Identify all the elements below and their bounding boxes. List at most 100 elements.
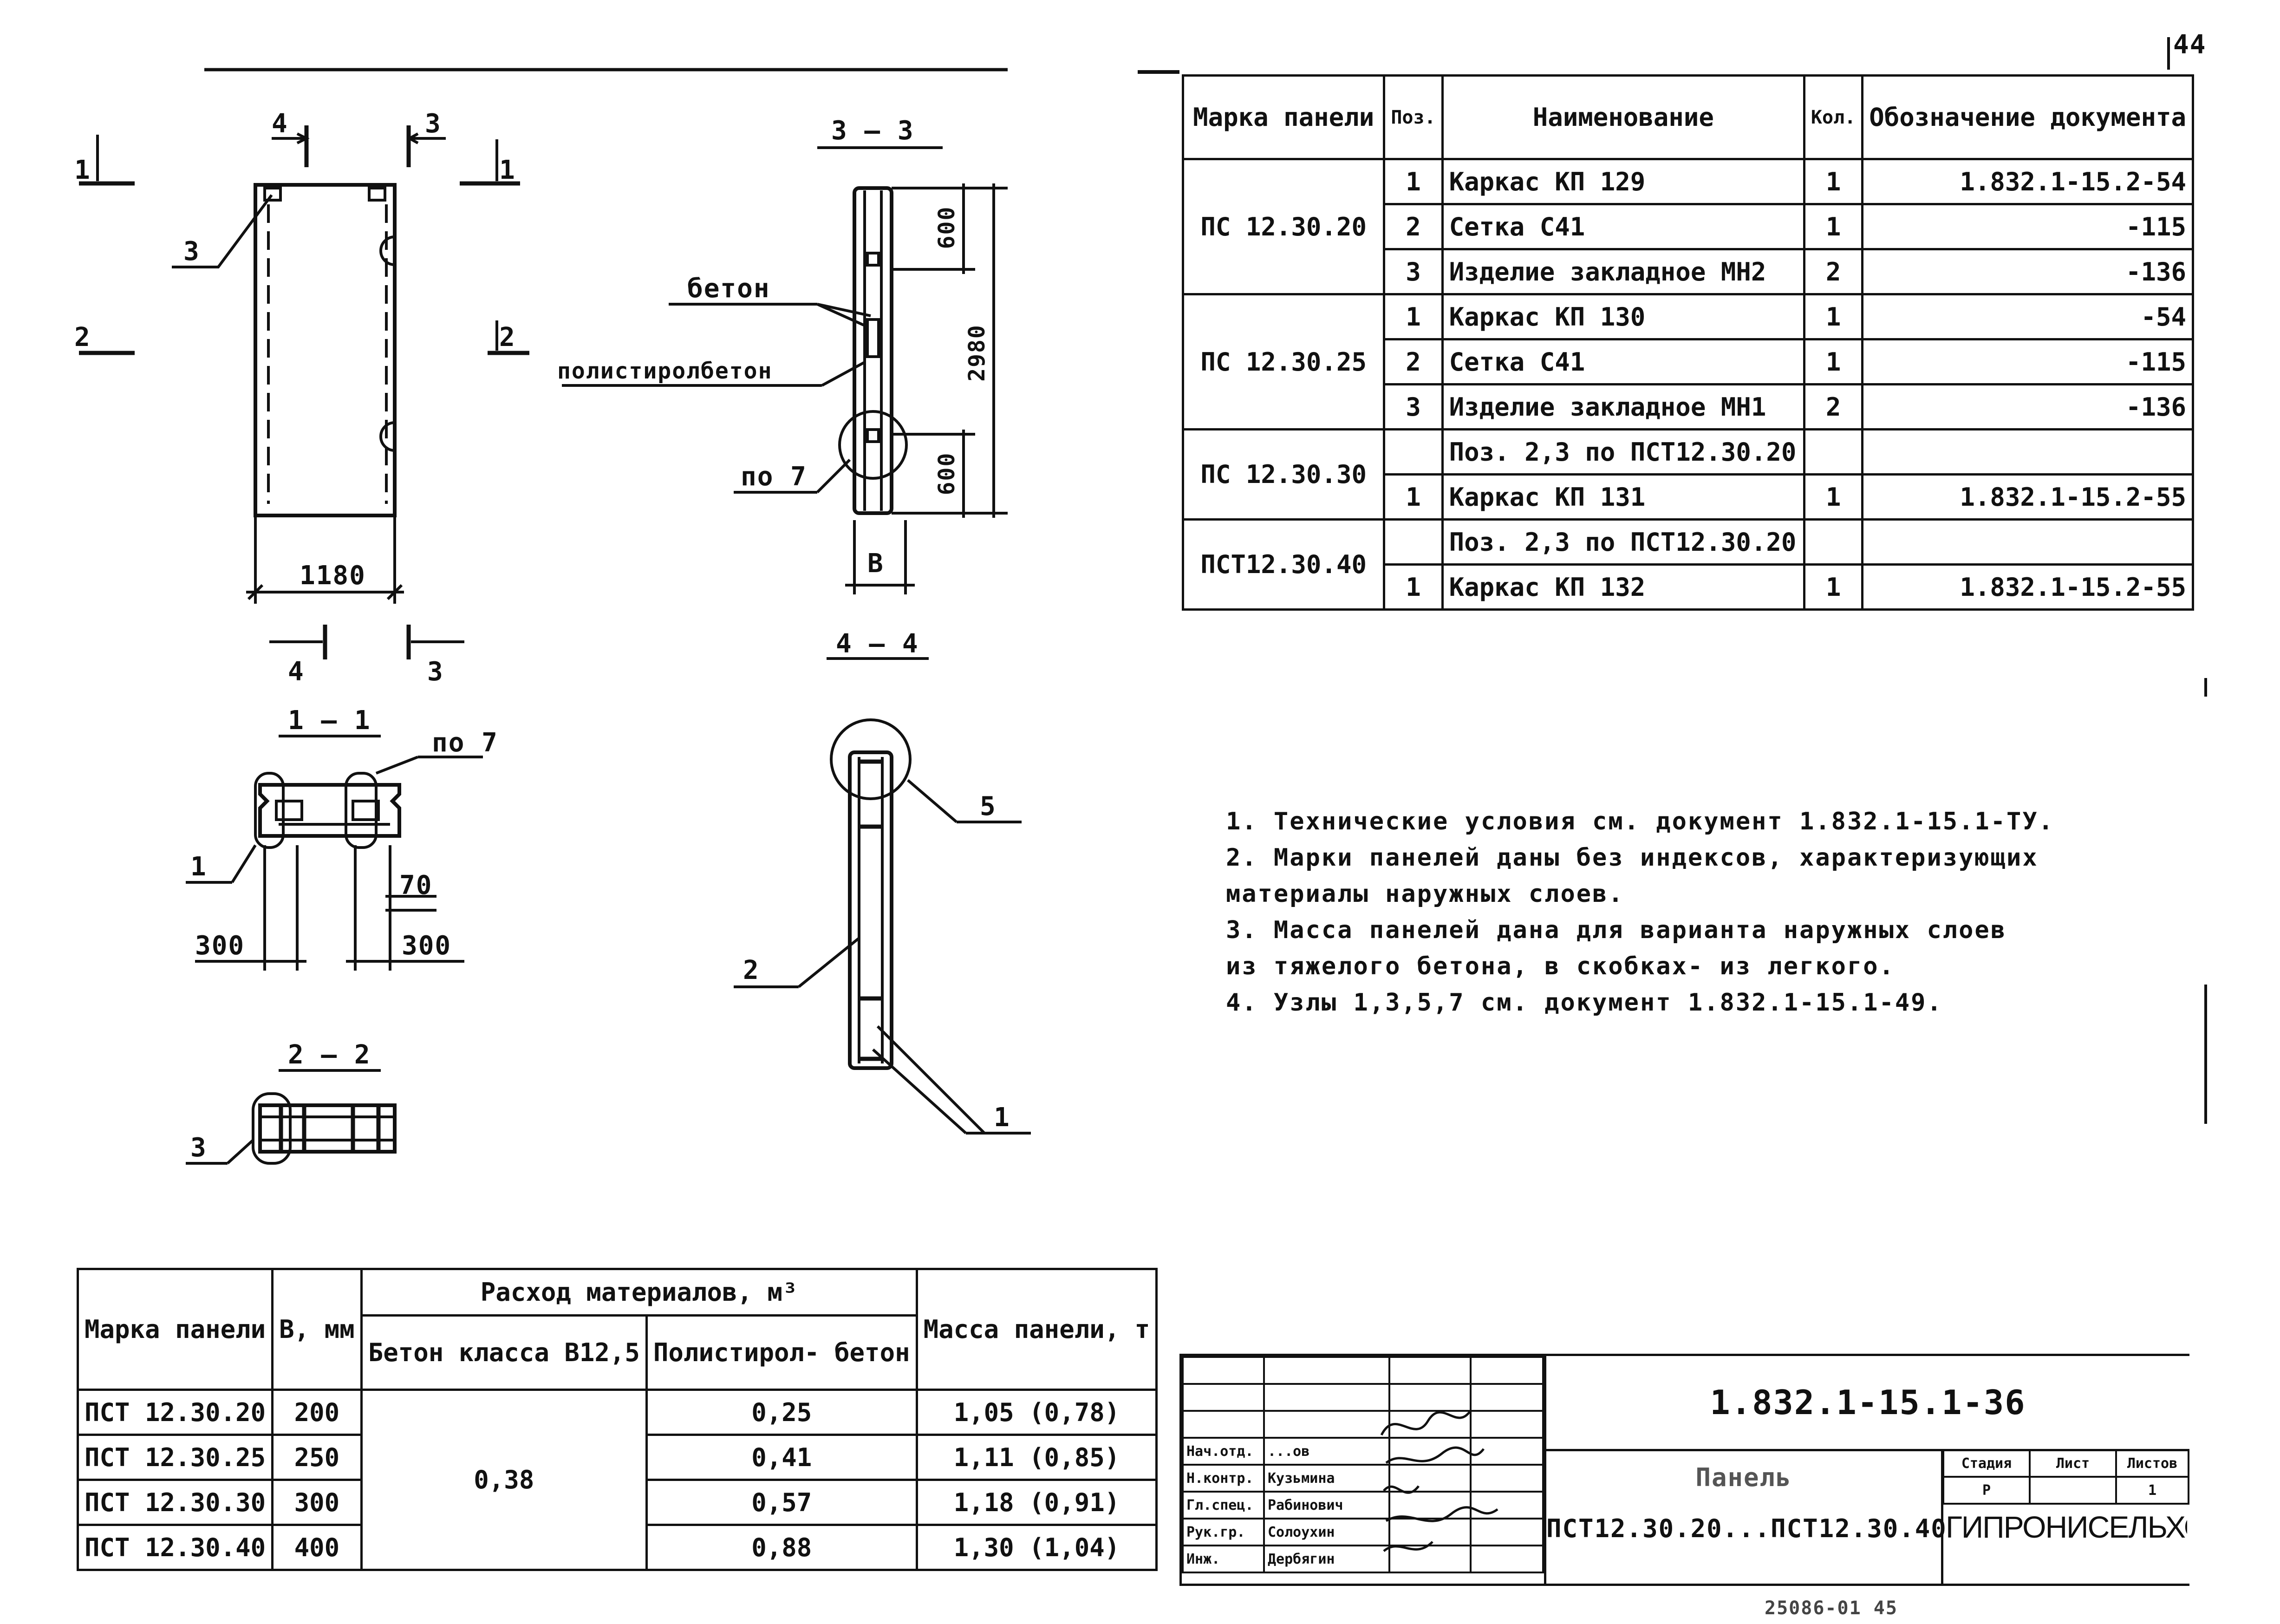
notes-block: 1. Технические условия см. документ 1.83… <box>1226 803 2054 1021</box>
mat-header-mark: Марка панели <box>76 1268 274 1391</box>
callout-3-front: 3 <box>183 236 200 267</box>
doc-code: 1.832.1-15.1-36 <box>1546 1356 2189 1451</box>
specification-table: Марка панели Поз. Наименование Кол. Обоз… <box>1181 74 2194 611</box>
spec-doc: -54 <box>1861 293 2194 340</box>
table-row: 1 Каркас КП 132 1 1.832.1-15.2-55 <box>1183 563 2194 611</box>
spec-doc <box>1861 428 2194 476</box>
table-row: ПС 12.30.25 1 Каркас КП 130 1 -54 <box>1181 293 2194 430</box>
spec-pos: 1 <box>1383 158 1444 205</box>
spec-doc: 1.832.1-15.2-55 <box>1861 563 2194 611</box>
table-row: ПС 12.30.30 Поз. 2,3 по ПСТ12.30.20 <box>1181 428 2194 521</box>
table-row <box>1182 1383 1544 1412</box>
spec-name: Каркас КП 130 <box>1441 293 1805 340</box>
spec-doc: -115 <box>1861 338 2194 385</box>
table-row: ПСТ 12.30.20 200 0,38 0,25 1,05 (0,78) <box>76 1389 1158 1571</box>
spec-pos <box>1383 428 1444 476</box>
mat-header-polystyrene: Полистирол- бетон <box>645 1314 918 1391</box>
spec-name: Каркас КП 132 <box>1441 563 1805 611</box>
table-row <box>1182 1356 1544 1385</box>
mat-mass: 1,11 (0,85) <box>915 1434 1158 1481</box>
callout-1-section-4-4: 1 <box>994 1102 1010 1133</box>
mat-header-b: В, мм <box>271 1268 363 1391</box>
section-4-4-title: 4 — 4 <box>836 629 919 659</box>
dim-width-1180: 1180 <box>300 561 366 591</box>
spec-doc: -136 <box>1861 383 2194 430</box>
spec-name: Поз. 2,3 по ПСТ12.30.20 <box>1441 518 1805 566</box>
table-row: Нач.отд....ов <box>1182 1437 1544 1466</box>
mat-mass: 1,30 (1,04) <box>915 1524 1158 1571</box>
table-row: ПСТ 12.30.30 300 0,57 1,18 (0,91) <box>76 1479 1158 1526</box>
spec-pos: 1 <box>1383 563 1444 611</box>
sig-role: Н.контр. <box>1182 1464 1265 1493</box>
stage-value: Р <box>1942 1476 2031 1505</box>
label-polystyrene-concrete: полистиролбетон <box>557 358 772 384</box>
spec-header-mark: Марка панели <box>1181 74 1386 160</box>
stage-label: Стадия <box>1942 1449 2031 1478</box>
dim-600-bottom: 600 <box>934 452 960 496</box>
cut-label-3-top: 3 <box>425 109 442 139</box>
spec-pos <box>1383 518 1444 566</box>
mat-mark: ПСТ 12.30.40 <box>76 1524 274 1571</box>
sig-name: Дербягин <box>1263 1545 1390 1573</box>
sig-role: Гл.спец. <box>1182 1491 1265 1520</box>
note-line: 1. Технические условия см. документ 1.83… <box>1226 808 2054 835</box>
mat-poly: 0,88 <box>645 1524 918 1571</box>
sig-role: Рук.гр. <box>1182 1518 1265 1546</box>
dim-300-right: 300 <box>402 931 451 961</box>
callout-2: 2 <box>743 955 760 985</box>
table-row: 2 Сетка С41 1 -115 <box>1183 203 2194 250</box>
table-row: 3 Изделие закладное МН2 2 -136 <box>1183 248 2194 295</box>
spec-pos: 1 <box>1383 473 1444 521</box>
mat-b: 400 <box>271 1524 363 1571</box>
mat-mass: 1,18 (0,91) <box>915 1479 1158 1526</box>
section-2-2-view <box>186 1069 397 1165</box>
materials-table: Марка панели В, мм Расход материалов, м³… <box>76 1268 1158 1571</box>
table-row: 3 Изделие закладное МН1 2 -136 <box>1183 383 2194 430</box>
dim-b: В <box>867 548 884 579</box>
table-row: Стадия Лист Листов <box>1942 1449 2189 1478</box>
spec-name: Каркас КП 131 <box>1441 473 1805 521</box>
spec-pos: 2 <box>1383 338 1444 385</box>
spec-doc: 1.832.1-15.2-54 <box>1861 158 2194 205</box>
sig-role: Инж. <box>1182 1545 1265 1573</box>
dim-70: 70 <box>399 870 432 900</box>
spec-qty: 1 <box>1803 338 1864 385</box>
spec-doc <box>1861 518 2194 566</box>
mat-poly: 0,57 <box>645 1479 918 1526</box>
spec-qty: 2 <box>1803 248 1864 295</box>
cut-label-4-top: 4 <box>272 109 288 139</box>
title-block: Нач.отд....ов Н.контр.Кузьмина Гл.спец.Р… <box>1179 1354 2189 1586</box>
spec-qty: 1 <box>1803 203 1864 250</box>
spec-mark: ПС 12.30.20 <box>1181 158 1386 295</box>
spec-name: Сетка С41 <box>1441 338 1805 385</box>
note-line: материалы наружных слоев. <box>1226 880 1624 908</box>
table-row: Рук.гр.Солоухин <box>1182 1518 1544 1546</box>
mat-mark: ПСТ 12.30.30 <box>76 1479 274 1526</box>
sig-name: Кузьмина <box>1263 1464 1390 1493</box>
mat-b: 250 <box>271 1434 363 1481</box>
mat-b: 300 <box>271 1479 363 1526</box>
table-row: ПСТ12.30.40 Поз. 2,3 по ПСТ12.30.20 <box>1181 518 2194 611</box>
spec-qty: 1 <box>1803 158 1864 205</box>
section-3-3-title: 3 — 3 <box>831 116 914 146</box>
mat-mark: ПСТ 12.30.20 <box>76 1389 274 1436</box>
callout-5: 5 <box>980 791 997 822</box>
mat-mass: 1,05 (0,78) <box>915 1389 1158 1436</box>
note-line: из тяжелого бетона, в скобках- из легког… <box>1226 952 1895 980</box>
note-line: 2. Марки панелей даны без индексов, хара… <box>1226 844 2039 872</box>
signature-grid: Нач.отд....ов Н.контр.Кузьмина Гл.спец.Р… <box>1182 1356 1544 1573</box>
callout-1-section-1-1: 1 <box>190 852 207 882</box>
cut-label-2-left: 2 <box>74 322 91 352</box>
spec-name: Сетка С41 <box>1441 203 1805 250</box>
section-2-2-title: 2 — 2 <box>288 1040 371 1070</box>
sig-name: ...ов <box>1263 1437 1390 1466</box>
label-node-7-section-1-1: по 7 <box>432 728 498 758</box>
mat-mark: ПСТ 12.30.25 <box>76 1434 274 1481</box>
spec-pos: 3 <box>1383 383 1444 430</box>
sheets-value: 1 <box>2115 1476 2189 1505</box>
section-3-3-view <box>562 146 1008 594</box>
label-node-7: по 7 <box>741 462 807 492</box>
note-line: 3. Масса панелей дана для варианта наруж… <box>1226 916 2007 944</box>
spec-qty <box>1803 518 1864 566</box>
